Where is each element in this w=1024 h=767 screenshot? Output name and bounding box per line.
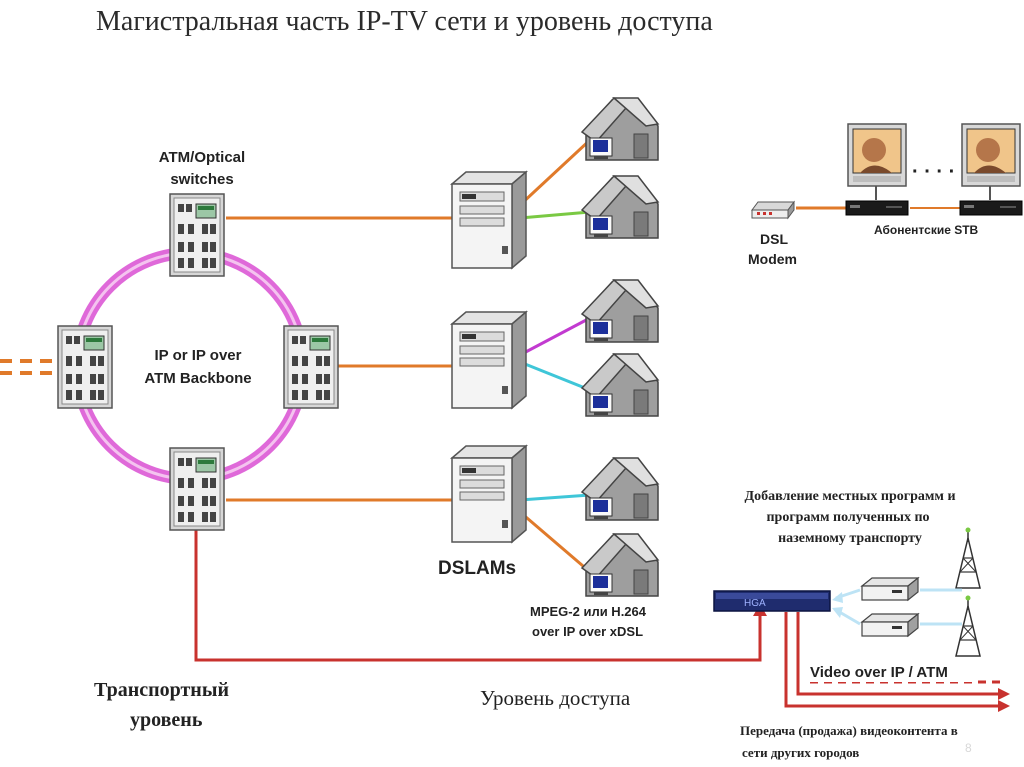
atm-switches-label-line1: ATM/Optical bbox=[159, 149, 245, 166]
local-programs-label-line1: Добавление местных программ и bbox=[744, 489, 955, 504]
dsl-modem-label-line2: Modem bbox=[748, 251, 797, 267]
link-dslam1-house1 bbox=[518, 138, 592, 207]
backbone-label-line2: ATM Backbone bbox=[144, 370, 251, 387]
resale-label-line1: Передача (продажа) видеоконтента в bbox=[740, 723, 958, 738]
link-dslam2-house3 bbox=[519, 316, 591, 357]
headend-brand: HGA bbox=[744, 598, 766, 609]
transport-level-label-line2: уровень bbox=[130, 709, 203, 731]
switch-right bbox=[283, 325, 339, 409]
mpeg-label-line2: over IP over xDSL bbox=[532, 624, 643, 639]
receiver-2 bbox=[861, 613, 919, 637]
backbone-label-line1: IP or IP over bbox=[155, 347, 242, 364]
stb-1 bbox=[845, 200, 909, 216]
resale-arrowhead-2 bbox=[998, 688, 1010, 700]
resale-arrowhead-1 bbox=[998, 700, 1010, 712]
slide-number: 8 bbox=[965, 741, 972, 755]
dslam-3 bbox=[451, 445, 527, 543]
dsl-modem-label-line1: DSL bbox=[760, 231, 788, 247]
tower-2 bbox=[955, 594, 981, 657]
dslam-1 bbox=[451, 171, 527, 269]
arrow-receiver2-headend bbox=[832, 607, 843, 618]
dslam-2 bbox=[451, 311, 527, 409]
switch-bottom bbox=[169, 447, 225, 531]
dslams-label: DSLAMs bbox=[438, 558, 516, 579]
tv-1 bbox=[847, 123, 907, 187]
page-title: Магистральная часть IP-TV сети и уровень… bbox=[96, 6, 713, 37]
house-5 bbox=[581, 457, 659, 521]
resale-label-line2: сети других городов bbox=[742, 745, 859, 760]
video-over-ip-bg bbox=[808, 660, 972, 682]
dsl-modem-icon bbox=[751, 200, 795, 220]
link-dslam3-house5 bbox=[519, 493, 591, 502]
resale-link-2 bbox=[796, 612, 1000, 696]
stb-2 bbox=[959, 200, 1023, 216]
link-dslam1-house2 bbox=[519, 210, 591, 220]
access-level-label: Уровень доступа bbox=[480, 686, 631, 710]
headend-device: HGA bbox=[713, 590, 831, 612]
local-programs-label-line2: программ полученных по bbox=[766, 510, 929, 525]
switch-left bbox=[57, 325, 113, 409]
receiver-1 bbox=[861, 577, 919, 601]
house-6 bbox=[581, 533, 659, 597]
transport-level-label-line1: Транспортный bbox=[94, 679, 229, 701]
transport-link bbox=[194, 520, 762, 662]
mpeg-label-line1: MPEG-2 или H.264 bbox=[530, 604, 647, 619]
local-programs-label-line3: наземному транспорту bbox=[778, 531, 922, 546]
switch-top bbox=[169, 193, 225, 277]
atm-switches-label-line2: switches bbox=[170, 171, 233, 188]
house-2 bbox=[581, 175, 659, 239]
house-1 bbox=[581, 97, 659, 161]
tv-2 bbox=[961, 123, 1021, 187]
video-over-ip-label: Video over IP / ATM bbox=[810, 664, 948, 681]
house-4 bbox=[581, 353, 659, 417]
link-dslam3-house6 bbox=[519, 510, 591, 574]
arrow-receiver1-headend bbox=[832, 592, 843, 603]
subscriber-stb-label: Абонентские STB bbox=[874, 223, 979, 237]
house-3 bbox=[581, 279, 659, 343]
link-dslam2-house4 bbox=[519, 360, 591, 392]
resale-link-1 bbox=[784, 612, 1000, 708]
tv-ellipsis: · · · · bbox=[912, 161, 955, 183]
tower-1 bbox=[955, 526, 981, 589]
